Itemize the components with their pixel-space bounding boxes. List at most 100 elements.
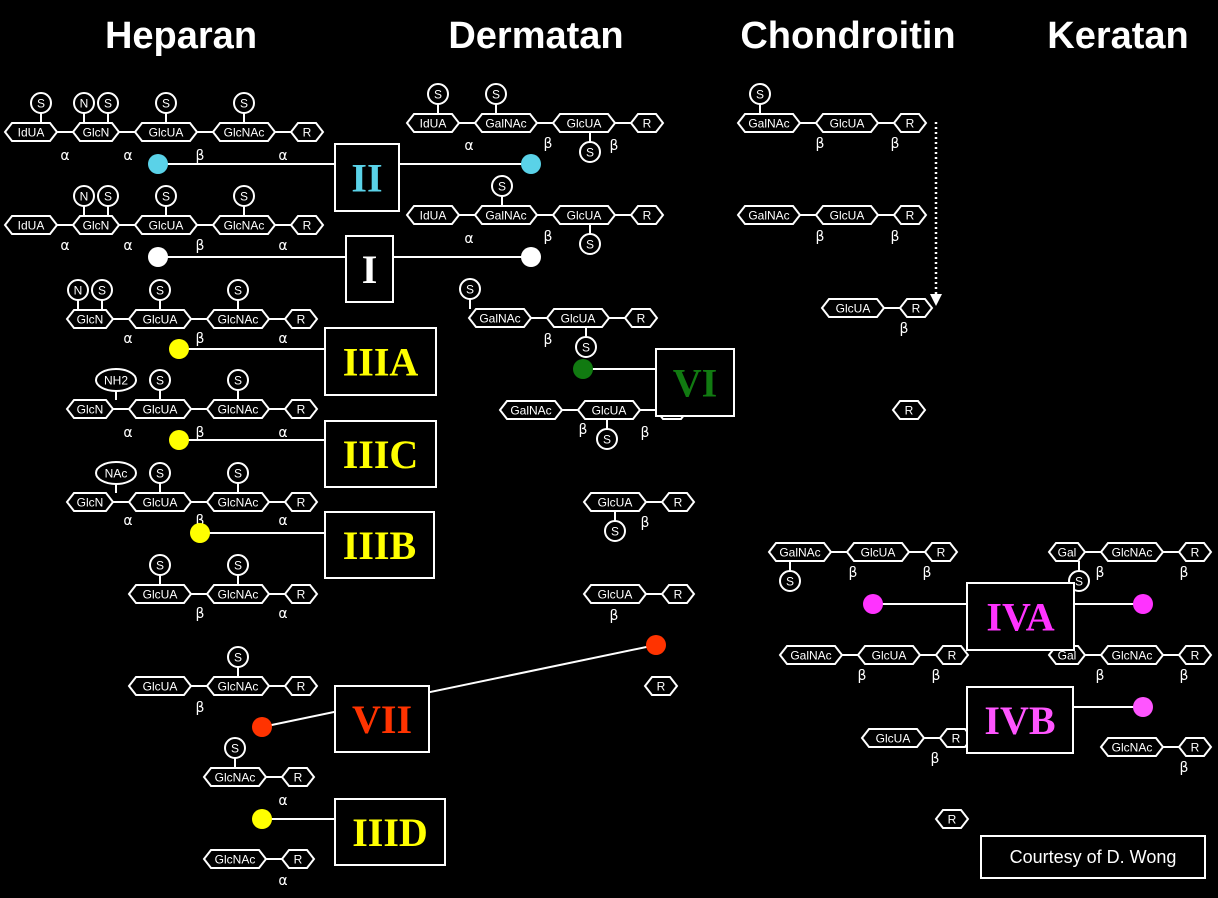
mod-sulfate-label: S <box>162 190 170 204</box>
cleavage-site-dot <box>1133 594 1153 614</box>
sugar-iduronic-label: IdUA <box>18 126 45 140</box>
sugar-core-label: R <box>906 209 915 223</box>
enzyme-box <box>334 685 430 753</box>
sugar-glucosamine-label: GlcN <box>77 403 104 417</box>
sugar-core-label: R <box>297 403 306 417</box>
cleavage-site-dot <box>521 247 541 267</box>
mod-sulfate <box>575 336 597 358</box>
sugar-core-label: R <box>294 771 303 785</box>
mod-sulfate-label: S <box>756 88 764 102</box>
mod-n_label <box>73 185 95 207</box>
mod-sulfate <box>1068 570 1090 592</box>
enzyme-label: IIIC <box>343 432 419 477</box>
linkage-beta: β <box>196 425 205 441</box>
mod-sulfate <box>579 141 601 163</box>
linkage-beta: β <box>196 700 205 716</box>
mod-sulfate <box>427 83 449 105</box>
sugar-glucuronic-label: GlcUA <box>143 313 178 327</box>
mod-sulfate <box>149 279 171 301</box>
linkage-beta: β <box>816 136 825 152</box>
mod-sulfate-label: S <box>98 284 106 298</box>
cleavage-site-dot <box>252 809 272 829</box>
header-heparan: Heparan <box>105 15 257 57</box>
linkage-beta: β <box>932 668 941 684</box>
mod-sulfate-label: S <box>582 341 590 355</box>
sugar-glucuronic-label: GlcUA <box>567 117 602 131</box>
sugar-core-label: R <box>297 680 306 694</box>
sugar-glucuronic-label: GlcUA <box>143 680 178 694</box>
mod-sulfate <box>485 83 507 105</box>
mod-sulfate <box>233 92 255 114</box>
credit-box <box>980 835 1206 879</box>
mod-sulfate-label: S <box>586 238 594 252</box>
mod-sulfate-label: S <box>466 283 474 297</box>
sugar-glucuronic-label: GlcUA <box>143 403 178 417</box>
sugar-core-label: R <box>643 209 652 223</box>
cleavage-link <box>261 644 657 728</box>
linkage-beta: β <box>196 148 205 164</box>
linkage-alpha: α <box>123 513 132 529</box>
enzyme-label: IVA <box>986 595 1054 640</box>
mod-sulfate <box>97 92 119 114</box>
sugar-core <box>283 676 319 696</box>
cleavage-site-dot <box>573 359 593 379</box>
sugar-glcnac-label: GlcNAc <box>218 403 259 417</box>
linkage-alpha: α <box>60 238 69 254</box>
sugar-glcnac-label: GlcNAc <box>1112 649 1153 663</box>
mod-sulfate <box>97 185 119 207</box>
mod-sulfate-label: S <box>104 190 112 204</box>
sugar-glucosamine-label: GlcN <box>83 219 110 233</box>
mod-sulfate <box>749 83 771 105</box>
enzyme-box <box>345 235 394 303</box>
mod-sulfate-label: S <box>786 575 794 589</box>
sugar-core-label: R <box>297 588 306 602</box>
sugar-core <box>892 205 928 225</box>
linkage-beta: β <box>1180 565 1189 581</box>
sugar-glucuronic-label: GlcUA <box>836 302 871 316</box>
linkage-alpha: α <box>123 425 132 441</box>
sugar-core-label: R <box>1191 649 1200 663</box>
mod-sulfate <box>149 369 171 391</box>
linkage-alpha: α <box>60 148 69 164</box>
linkage-beta: β <box>579 422 588 438</box>
sugar-core <box>289 122 325 142</box>
mod-sulfate-label: S <box>611 525 619 539</box>
sugar-core-label: R <box>297 496 306 510</box>
enzyme-label: II <box>351 156 382 201</box>
linkage-beta: β <box>544 229 553 245</box>
mod-n_label <box>67 279 89 301</box>
sugar-core <box>283 309 319 329</box>
linkage-alpha: α <box>123 238 132 254</box>
sugar-core <box>660 584 696 604</box>
cleavage-site-dot <box>252 717 272 737</box>
sugar-iduronic-label: IdUA <box>420 209 447 223</box>
linkage-alpha: α <box>278 606 287 622</box>
sugar-core <box>660 492 696 512</box>
mod-sulfate-label: S <box>156 559 164 573</box>
sugar-glcnac-label: GlcNAc <box>218 680 259 694</box>
linkage-beta: β <box>891 229 900 245</box>
sugar-glucuronic-label: GlcUA <box>143 496 178 510</box>
sugar-core <box>629 205 665 225</box>
mod-sulfate <box>227 646 249 668</box>
sugar-glucosamine-label: GlcN <box>77 496 104 510</box>
sugar-galnac-label: GalNAc <box>790 649 831 663</box>
enzyme-label: VI <box>673 361 717 406</box>
cleavage-site-dot <box>169 430 189 450</box>
sugar-core <box>934 645 970 665</box>
mod-n_label-label: N <box>80 190 89 204</box>
sugar-core-label: R <box>643 117 652 131</box>
mod-sulfate-label: S <box>240 97 248 111</box>
mod-sulfate-label: S <box>586 146 594 160</box>
mod-sulfate <box>91 279 113 301</box>
sugar-core <box>283 584 319 604</box>
sugar-glcnac-label: GlcNAc <box>215 853 256 867</box>
sugar-core <box>1177 737 1213 757</box>
mod-sulfate-label: S <box>37 97 45 111</box>
linkage-beta: β <box>923 565 932 581</box>
mod-acetyl <box>95 461 137 485</box>
sugar-glucuronic-label: GlcUA <box>872 649 907 663</box>
sugar-core-label: R <box>912 302 921 316</box>
sugar-glcnac-label: GlcNAc <box>224 219 265 233</box>
